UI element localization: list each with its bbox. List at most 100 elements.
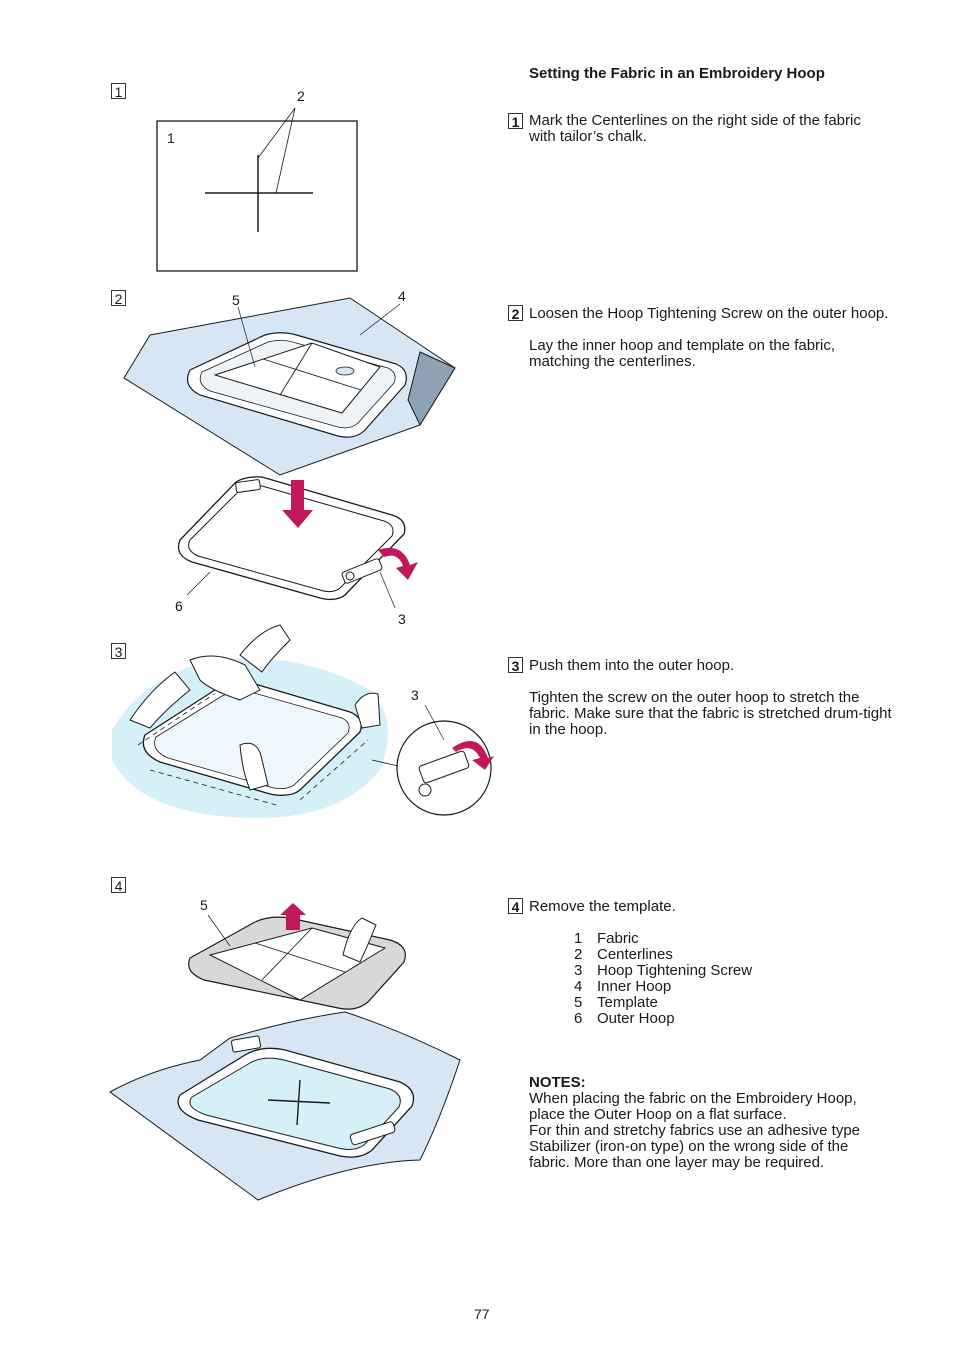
legend-number: 3 [574, 962, 583, 979]
step-1-line: Mark the Centerlines on the right side o… [529, 112, 861, 129]
notes-title: NOTES: [529, 1074, 586, 1091]
up-arrow [280, 903, 306, 930]
figure-2-number-box: 2 [111, 290, 126, 307]
leader-line [186, 571, 211, 596]
step-2-line: Loosen the Hoop Tightening Screw on the … [529, 305, 889, 322]
leader-line [424, 704, 445, 741]
finger-left [129, 671, 191, 729]
legend-item: 2 Centerlines [574, 947, 752, 963]
callout-centerlines: 2 [297, 88, 305, 104]
leader-line [359, 303, 401, 336]
figure-3-pushing-hoops [112, 624, 494, 819]
screw-head-detail [418, 783, 432, 797]
figure-4-remove-template [109, 903, 461, 1201]
template-grid [213, 342, 381, 414]
template-line [261, 927, 313, 981]
centerline-vertical [296, 1079, 301, 1126]
callout-inner-hoop: 4 [398, 288, 406, 304]
leader-line [207, 914, 231, 947]
spacer [529, 322, 929, 338]
legend-number: 1 [574, 930, 583, 947]
fabric-fold [407, 351, 456, 427]
step-4-number: 4 [508, 898, 523, 915]
finger-bottom [239, 742, 269, 791]
template-line [279, 342, 313, 396]
template-hole [335, 366, 355, 376]
step-3-line: Tighten the screw on the outer hoop to s… [529, 689, 860, 706]
step-1-line: with tailor’s chalk. [529, 128, 647, 145]
legend-label: Template [597, 994, 658, 1011]
callout-screw: 3 [411, 687, 419, 703]
parts-legend: 1 Fabric 2 Centerlines 3 Hoop Tightening Sc… [574, 931, 752, 1027]
figure-4-number-box: 4 [111, 877, 126, 894]
legend-item: 5 Template [574, 995, 752, 1011]
hoop-inner-area [189, 1057, 401, 1150]
hoop-clip [235, 479, 261, 493]
finger-top [239, 624, 291, 673]
template-grid [208, 927, 387, 1001]
finger-right [354, 692, 381, 729]
legend-label: Centerlines [597, 946, 673, 963]
hoop-clip [230, 1035, 262, 1053]
screw-detail [418, 750, 470, 784]
tightening-screw [341, 558, 383, 584]
figure-3-number-box: 3 [111, 643, 126, 660]
step-3-line: in the hoop. [529, 721, 608, 738]
step-1-number: 1 [508, 113, 523, 130]
step-3-text: Push them into the outer hoop. Tighten t… [529, 658, 929, 738]
step-2-number: 2 [508, 305, 523, 322]
callout-fabric: 1 [167, 130, 175, 146]
thumb-top [189, 655, 261, 701]
legend-label: Inner Hoop [597, 978, 672, 995]
step-3-line: fabric. Make sure that the fabric is str… [529, 705, 892, 722]
step-2-line: Lay the inner hoop and template on the f… [529, 337, 836, 354]
finger [342, 917, 377, 963]
tightening-screw [349, 1121, 396, 1146]
figure-2-hoop-assembly [123, 297, 456, 609]
template-line [262, 358, 362, 391]
step-1-text: Mark the Centerlines on the right side o… [529, 113, 929, 145]
callout-outer-hoop: 6 [175, 598, 183, 614]
legend-item: 1 Fabric [574, 931, 752, 947]
legend-item: 3 Hoop Tightening Screw [574, 963, 752, 979]
notes-line: Stabilizer (iron-on type) on the wrong s… [529, 1138, 849, 1155]
rotate-arrow [378, 547, 418, 580]
notes-block: NOTES: When placing the fabric on the Em… [529, 1075, 929, 1171]
legend-number: 5 [574, 994, 583, 1011]
figure-1-fabric-diagram [156, 107, 358, 272]
step-3-line: Push them into the outer hoop. [529, 657, 735, 674]
leader-line [257, 107, 296, 159]
step-2-text: Loosen the Hoop Tightening Screw on the … [529, 306, 929, 370]
outer-hoop-dashed [137, 693, 369, 807]
notes-line: place the Outer Hoop on a flat surface. [529, 1106, 787, 1123]
leader-line [379, 571, 396, 609]
fabric-rectangle [156, 120, 358, 272]
callout-screw: 3 [398, 611, 406, 627]
legend-label: Hoop Tightening Screw [597, 962, 753, 979]
leader-line [275, 107, 296, 194]
legend-number: 2 [574, 946, 583, 963]
template-line [254, 942, 346, 973]
outer-hoop [177, 476, 406, 601]
rotate-arrow [452, 740, 494, 770]
detail-pointer [371, 759, 399, 767]
spacer [529, 674, 929, 690]
legend-item: 6 Outer Hoop [574, 1011, 752, 1027]
section-heading: Setting the Fabric in an Embroidery Hoop [529, 65, 825, 82]
legend-item: 4 Inner Hoop [574, 979, 752, 995]
step-4-line: Remove the template. [529, 898, 676, 915]
legend-label: Outer Hoop [597, 1010, 675, 1027]
legend-number: 6 [574, 1010, 583, 1027]
notes-line: When placing the fabric on the Embroider… [529, 1090, 857, 1107]
step-2-line: matching the centerlines. [529, 353, 696, 370]
legend-number: 4 [574, 978, 583, 995]
notes-line: For thin and stretchy fabrics use an adh… [529, 1122, 861, 1139]
down-arrow [282, 480, 313, 528]
leader-line [237, 306, 256, 368]
page-number: 77 [474, 1306, 490, 1322]
step-4-text: Remove the template. [529, 899, 929, 915]
legend-label: Fabric [597, 930, 639, 947]
figure-1-number-box: 1 [111, 83, 126, 100]
step-3-number: 3 [508, 657, 523, 674]
